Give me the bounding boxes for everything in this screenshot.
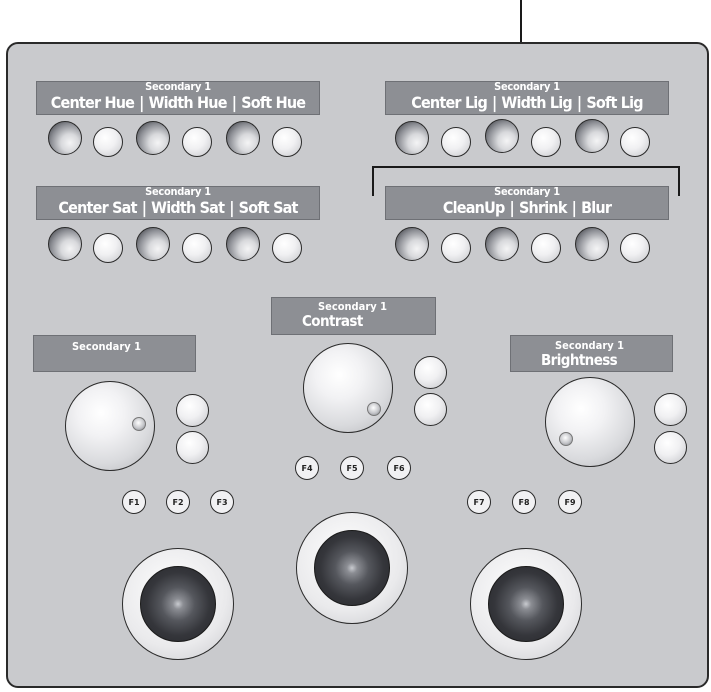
width-hue-knob[interactable] [136, 121, 170, 155]
display-contrast: Secondary 1 Contrast [271, 297, 436, 335]
param-label: Width Hue [148, 93, 228, 112]
param-label: Center Sat [58, 198, 137, 217]
display-line2: Brightness [541, 351, 618, 369]
separator: | [141, 198, 147, 217]
param-label: Soft Lig [586, 93, 643, 112]
knob-indicator [367, 402, 381, 416]
right-trackball-ring[interactable] [470, 548, 582, 660]
f6-key[interactable]: F6 [387, 456, 411, 480]
param-label: Shrink [518, 198, 567, 217]
display-group-label: Secondary 1 [145, 80, 211, 93]
f7-key[interactable]: F7 [467, 490, 491, 514]
param-label: CleanUp [442, 198, 505, 217]
left-side-button-1[interactable] [176, 394, 209, 427]
center-trackball-ring[interactable] [296, 512, 408, 624]
knob-indicator [132, 417, 146, 431]
soft-hue-button[interactable] [272, 127, 302, 157]
shrink-button[interactable] [531, 233, 561, 263]
blur-knob[interactable] [575, 227, 609, 261]
display-lig: Secondary 1 Center Lig | Width Lig | Sof… [385, 80, 669, 115]
left-trackball-ring[interactable] [122, 548, 234, 660]
soft-sat-knob[interactable] [226, 227, 260, 261]
center-hue-button[interactable] [93, 127, 123, 157]
left-big-knob[interactable] [65, 381, 155, 471]
width-sat-button[interactable] [182, 233, 212, 263]
brightness-big-knob[interactable] [545, 377, 635, 467]
shrink-knob[interactable] [485, 227, 519, 261]
center-side-button-1[interactable] [414, 356, 447, 389]
f4-key[interactable]: F4 [295, 456, 319, 480]
knob-indicator [559, 432, 573, 446]
center-sat-button[interactable] [93, 233, 123, 263]
separator: | [491, 93, 497, 112]
f1-key[interactable]: F1 [122, 490, 146, 514]
center-lig-knob[interactable] [395, 121, 429, 155]
display-group-label: Secondary 1 [494, 80, 560, 93]
separator: | [229, 198, 234, 217]
separator: | [139, 93, 144, 112]
center-side-button-2[interactable] [414, 393, 447, 426]
display-line1: Secondary 1 [72, 340, 141, 353]
separator: | [571, 198, 577, 217]
soft-sat-button[interactable] [272, 233, 302, 263]
display-line2: Contrast [302, 312, 363, 330]
soft-hue-knob[interactable] [226, 121, 260, 155]
display-blur: Secondary 1 CleanUp | Shrink | Blur [385, 185, 669, 220]
soft-lig-knob[interactable] [575, 119, 609, 153]
callout-bracket [372, 166, 680, 196]
display-line1: Secondary 1 [318, 300, 387, 313]
display-hue: Secondary 1 Center Hue | Width Hue | Sof… [36, 80, 320, 115]
cleanup-knob[interactable] [395, 227, 429, 261]
f3-key[interactable]: F3 [210, 490, 234, 514]
separator: | [509, 198, 514, 217]
center-hue-knob[interactable] [48, 121, 82, 155]
f5-key[interactable]: F5 [340, 456, 364, 480]
left-side-button-2[interactable] [176, 431, 209, 464]
param-label: Soft Hue [241, 93, 306, 112]
right-trackball[interactable] [488, 566, 564, 642]
param-label: Center Hue [50, 93, 135, 112]
right-side-button-1[interactable] [654, 393, 687, 426]
soft-lig-button[interactable] [620, 127, 650, 157]
display-brightness: Secondary 1 Brightness [510, 335, 673, 372]
param-label: Width Lig [501, 93, 572, 112]
separator: | [576, 93, 582, 112]
right-side-button-2[interactable] [654, 431, 687, 464]
f9-key[interactable]: F9 [558, 490, 582, 514]
f8-key[interactable]: F8 [512, 490, 536, 514]
width-lig-button[interactable] [531, 127, 561, 157]
f2-key[interactable]: F2 [166, 490, 190, 514]
cleanup-button[interactable] [441, 233, 471, 263]
contrast-big-knob[interactable] [303, 343, 393, 433]
center-lig-button[interactable] [441, 127, 471, 157]
display-group-label: Secondary 1 [145, 185, 211, 198]
blur-button[interactable] [620, 233, 650, 263]
display-group-label: Secondary 1 [494, 185, 560, 198]
param-label: Width Sat [151, 198, 225, 217]
display-line1: Secondary 1 [555, 339, 624, 352]
param-label: Soft Sat [238, 198, 299, 217]
center-trackball[interactable] [314, 530, 390, 606]
param-label: Blur [581, 198, 612, 217]
separator: | [231, 93, 237, 112]
param-label: Center Lig [411, 93, 488, 112]
center-sat-knob[interactable] [48, 227, 82, 261]
width-sat-knob[interactable] [136, 227, 170, 261]
display-sat: Secondary 1 Center Sat | Width Sat | Sof… [36, 185, 320, 220]
display-left: Secondary 1 [33, 335, 196, 372]
left-trackball[interactable] [140, 566, 216, 642]
width-hue-button[interactable] [182, 127, 212, 157]
width-lig-knob[interactable] [485, 119, 519, 153]
